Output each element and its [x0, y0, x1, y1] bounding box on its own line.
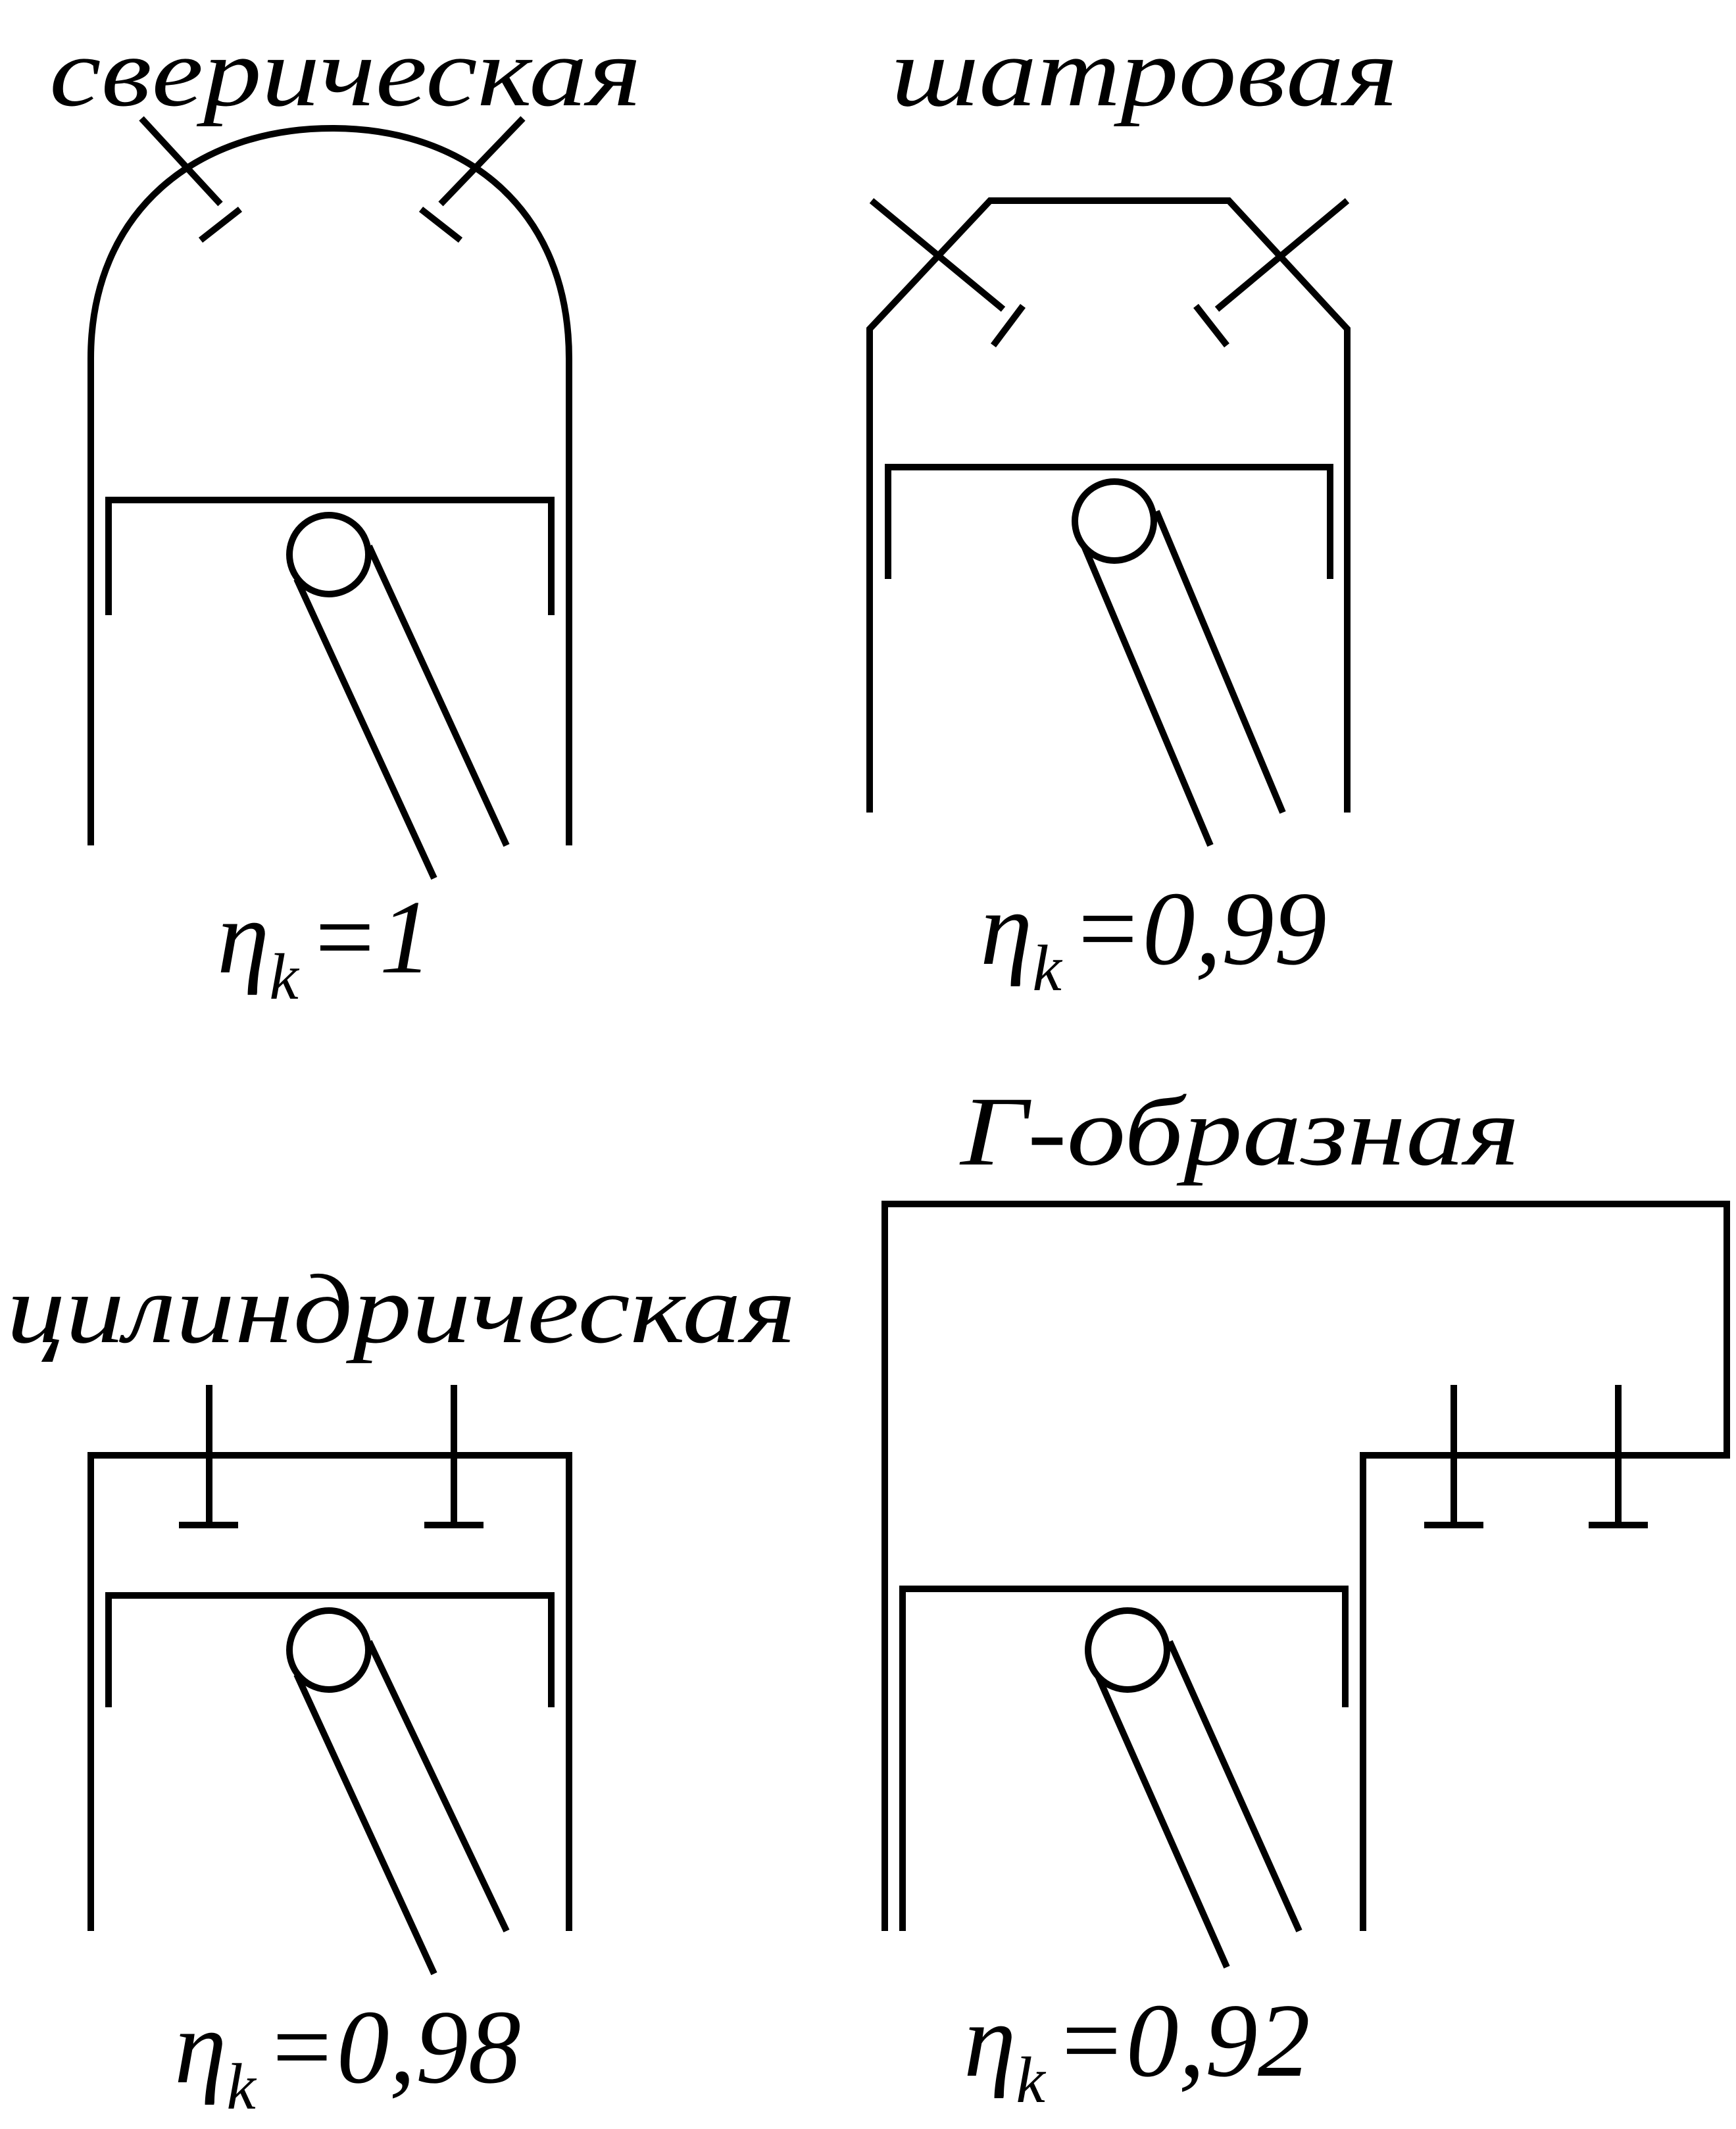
l-shaped-valve-left [1424, 1385, 1483, 1528]
spherical-connecting-rod [293, 544, 510, 880]
cylindrical-piston-pin [286, 1607, 372, 1693]
l-shaped-piston-pin [1085, 1607, 1170, 1693]
spherical-valve-right [418, 116, 526, 243]
tent-cylinder-head [866, 197, 1351, 813]
tent-piston-pin [1072, 478, 1157, 564]
tent-piston [885, 464, 1333, 579]
chamber-l-shaped-label: Г-образная [959, 1077, 1520, 1186]
l-shaped-cylinder-head [881, 1201, 1730, 1931]
chamber-l-shaped-formula: ηk=0,92 [964, 1982, 1310, 2116]
tent-valve-right [1193, 198, 1350, 348]
l-shaped-connecting-rod [1094, 1640, 1302, 1969]
tent-connecting-rod [1081, 510, 1286, 847]
spherical-valve-left [139, 116, 243, 243]
l-shaped-piston [899, 1586, 1349, 1931]
cylindrical-valve-right [424, 1385, 484, 1528]
spherical-piston [105, 497, 555, 615]
tent-valve-left [869, 198, 1026, 347]
spherical-cylinder-head [87, 124, 572, 845]
chamber-spherical-formula: ηk=1 [217, 878, 432, 1013]
chamber-cylindrical: цилиндрическая ηk=0,98 [7, 1255, 796, 2123]
l-shaped-valve-right [1589, 1385, 1648, 1528]
chamber-cylindrical-formula: ηk=0,98 [174, 1988, 521, 2123]
chamber-tent-formula: ηk=0,99 [980, 870, 1327, 1005]
chamber-tent-label: шатровая [891, 18, 1398, 127]
cylindrical-connecting-rod [293, 1640, 510, 1976]
cylindrical-cylinder-head [87, 1452, 572, 1931]
chamber-tent: шатровая ηk=0,99 [866, 18, 1398, 1005]
cylindrical-piston [105, 1592, 555, 1707]
chamber-spherical-label: сверическая [49, 18, 641, 127]
chamber-l-shaped: Г-образная ηk=0,92 [881, 1077, 1730, 2116]
spherical-piston-pin [286, 512, 372, 597]
chamber-cylindrical-label: цилиндрическая [7, 1255, 796, 1364]
chamber-spherical: сверическая ηk=1 [49, 18, 641, 1013]
cylindrical-valve-left [179, 1385, 238, 1528]
